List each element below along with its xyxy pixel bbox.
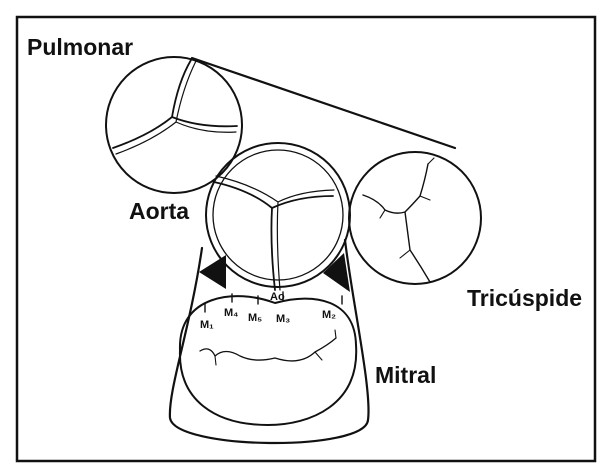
tricuspid-valve	[349, 152, 481, 284]
label-aorta: Aorta	[129, 198, 189, 224]
marker-m4: M₄	[224, 307, 238, 319]
marker-m2: M₂	[322, 309, 336, 321]
figure-frame	[17, 17, 595, 461]
marker-m3: M₃	[276, 313, 290, 325]
pulmonary-valve	[106, 57, 242, 193]
left-fibrous-trigone	[199, 255, 226, 289]
label-tricuspide: Tricúspide	[467, 285, 582, 311]
label-mitral: Mitral	[375, 362, 436, 388]
label-pulmonar: Pulmonar	[27, 34, 133, 60]
marker-m1: M₁	[200, 319, 214, 331]
marker-m5: M₅	[248, 312, 262, 324]
right-fibrous-trigone	[323, 253, 350, 292]
marker-ao: Ao	[270, 291, 285, 303]
